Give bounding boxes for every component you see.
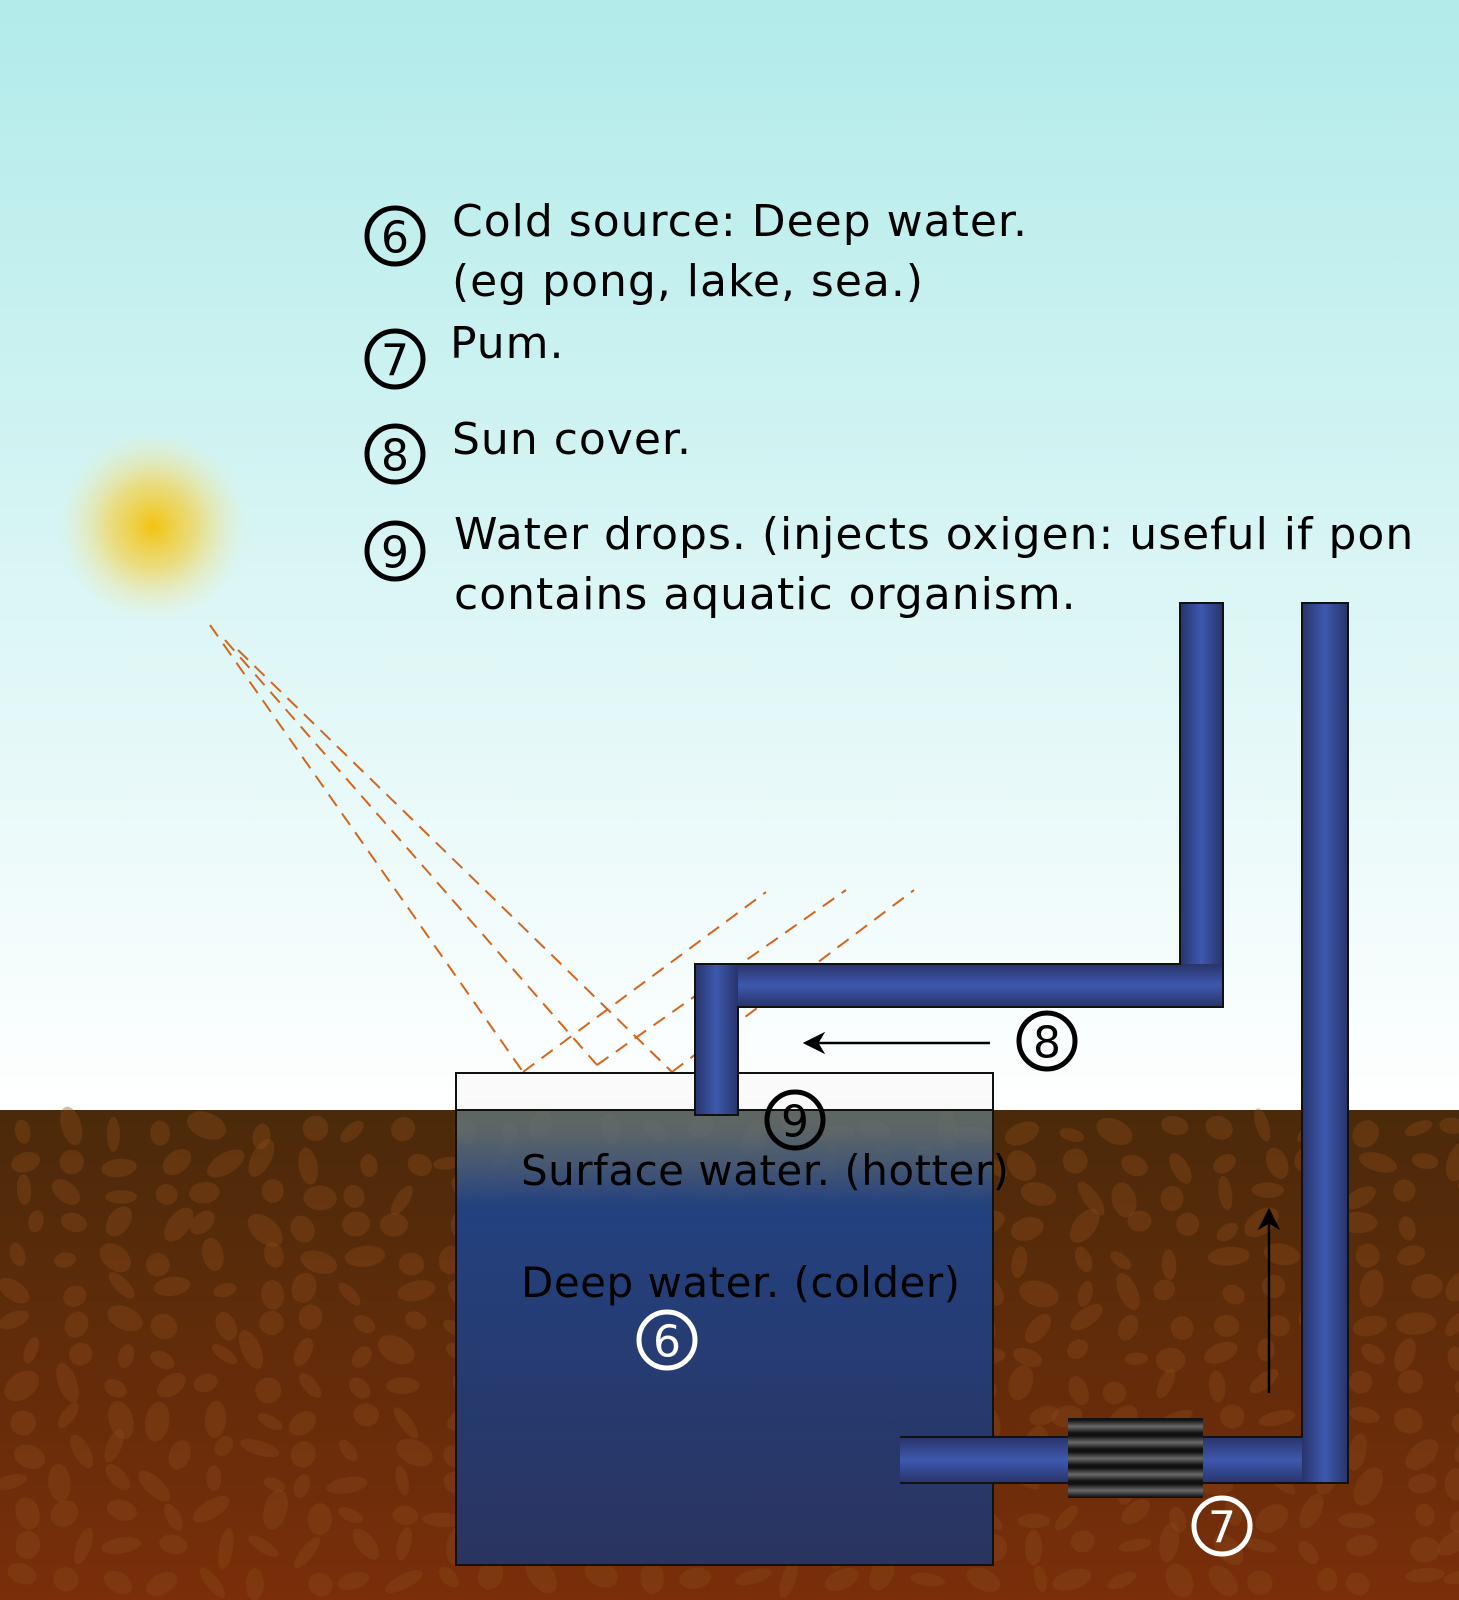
legend-marker-8: [364, 423, 426, 485]
legend-item-9: 9 Water drops. (injects oxigen: useful i…: [364, 509, 1414, 620]
surface-water-label: Surface water. (hotter): [521, 1146, 1010, 1195]
legend-item-7-line1: Pum.: [450, 318, 565, 369]
legend-marker-9: [364, 520, 426, 582]
intake-pipe: [900, 1436, 1070, 1484]
outlet-pipe: [694, 602, 1224, 1116]
legend-marker-7-number: 7: [381, 336, 409, 387]
marker-6-number: 6: [653, 1317, 681, 1368]
legend-marker-7: [364, 328, 426, 390]
sun: [58, 431, 248, 621]
riser-pipe: [1200, 602, 1349, 1484]
legend: 6 Cold source: Deep water. (eg pong, lak…: [364, 196, 1414, 620]
legend-marker-9-number: 9: [381, 528, 409, 579]
marker-9-number: 9: [781, 1097, 809, 1148]
marker-7: 7: [1191, 1495, 1253, 1557]
legend-marker-6: [364, 205, 426, 267]
legend-item-8: 8 Sun cover.: [364, 414, 692, 485]
legend-item-6: 6 Cold source: Deep water. (eg pong, lak…: [364, 196, 1028, 307]
legend-marker-6-number: 6: [381, 213, 409, 264]
pump: [1068, 1418, 1203, 1498]
legend-item-7: 7 Pum.: [364, 318, 565, 390]
marker-6: 6: [636, 1309, 698, 1371]
legend-item-6-line2: (eg pong, lake, sea.): [452, 256, 924, 307]
deep-water-label: Deep water. (colder): [521, 1258, 961, 1307]
legend-item-8-line1: Sun cover.: [452, 414, 692, 465]
legend-item-9-line2: contains aquatic organism.: [454, 569, 1077, 620]
legend-marker-8-number: 8: [381, 431, 409, 482]
water-tank: [455, 1072, 994, 1566]
legend-item-6-line1: Cold source: Deep water.: [452, 196, 1028, 247]
marker-9: 9: [764, 1089, 826, 1151]
marker-7-number: 7: [1208, 1503, 1236, 1554]
marker-8: 8: [1016, 1010, 1078, 1072]
marker-8-number: 8: [1033, 1018, 1061, 1069]
legend-item-9-line1: Water drops. (injects oxigen: useful if …: [454, 509, 1414, 560]
